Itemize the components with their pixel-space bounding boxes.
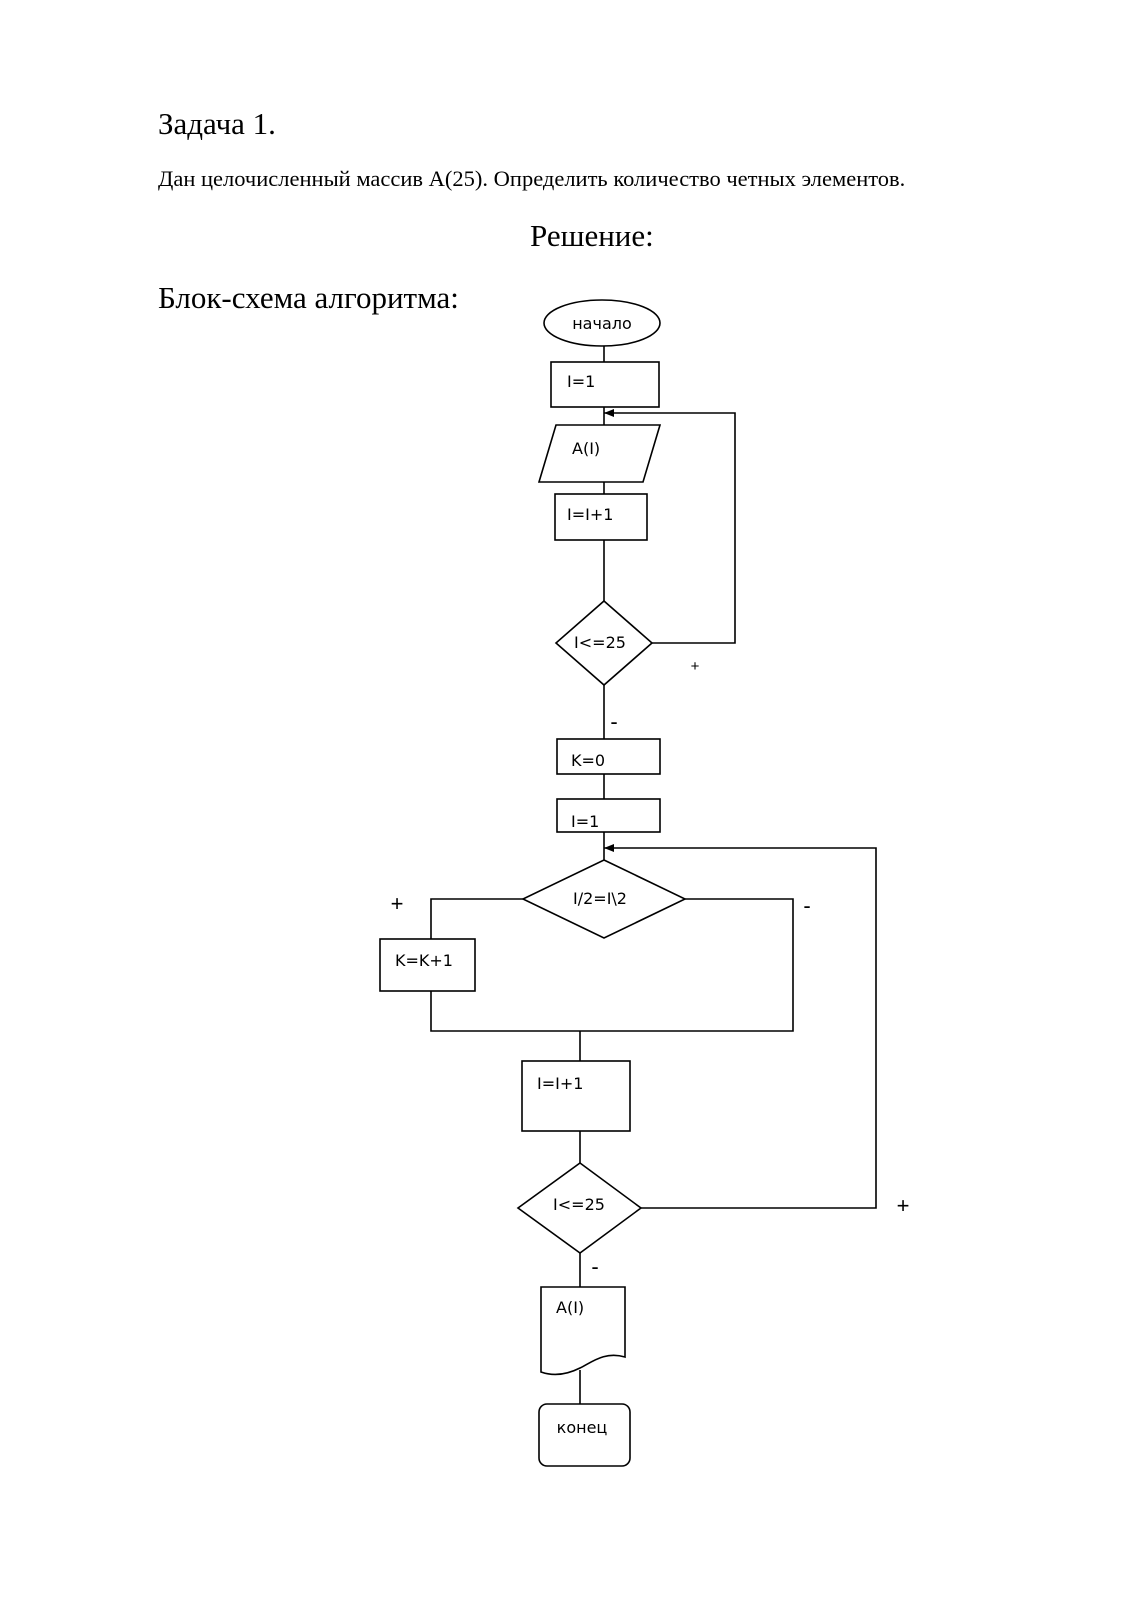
even-no-sign: - xyxy=(803,893,810,918)
process-init-k: K=0 xyxy=(556,738,661,775)
loop-1-no-sign: - xyxy=(610,709,617,734)
process-increment-i-2: I=I+1 xyxy=(521,1060,631,1132)
input-array-element-label: A(I) xyxy=(572,439,600,458)
process-init-i: I=1 xyxy=(550,361,660,408)
process-increment-i-label: I=I+1 xyxy=(567,505,613,524)
solution-heading: Решение: xyxy=(530,218,654,253)
connector-k-increment-to-merge xyxy=(430,991,580,1032)
process-init-i-label: I=1 xyxy=(567,372,595,391)
loop-2-yes-sign: + xyxy=(897,1193,910,1218)
connector-even-no-branch xyxy=(580,898,794,1032)
connector-even-yes-branch xyxy=(430,898,523,939)
loop-back-arrow-1 xyxy=(604,409,736,644)
connector-lines xyxy=(430,345,877,1404)
input-array-element: A(I) xyxy=(537,424,662,483)
end-terminator: конец xyxy=(538,1403,631,1467)
problem-statement: Дан целочисленный массив А(25). Определи… xyxy=(158,166,906,191)
output-document: A(I) xyxy=(540,1286,626,1376)
loop-1-yes-sign: + xyxy=(691,658,700,675)
process-increment-k: K=K+1 xyxy=(379,938,476,992)
document-title: Задача 1. xyxy=(158,106,276,141)
start-label: начало xyxy=(572,314,632,333)
even-yes-sign: + xyxy=(391,891,404,916)
process-increment-i-2-label: I=I+1 xyxy=(537,1074,583,1093)
process-increment-k-label: K=K+1 xyxy=(395,951,453,970)
decision-loop-check-2-label: I<=25 xyxy=(553,1195,605,1214)
process-reset-i: I=1 xyxy=(556,798,661,833)
loop-2-no-sign: - xyxy=(591,1254,598,1279)
process-init-k-label: K=0 xyxy=(571,751,605,770)
process-reset-i-label: I=1 xyxy=(571,812,599,831)
loop-back-arrow-2 xyxy=(604,844,877,1209)
process-increment-i: I=I+1 xyxy=(554,493,648,541)
decision-even-check-label: I/2=I\2 xyxy=(573,889,627,908)
start-terminator: начало xyxy=(543,299,661,347)
flowchart-caption: Блок-схема алгоритма: xyxy=(158,280,459,315)
end-label: конец xyxy=(557,1418,608,1437)
decision-even-check: I/2=I\2 xyxy=(521,859,687,939)
decision-loop-check-1: I<=25 xyxy=(554,599,654,687)
output-document-label: A(I) xyxy=(556,1298,584,1317)
decision-loop-check-1-label: I<=25 xyxy=(574,633,626,652)
decision-loop-check-2: I<=25 xyxy=(516,1162,643,1254)
